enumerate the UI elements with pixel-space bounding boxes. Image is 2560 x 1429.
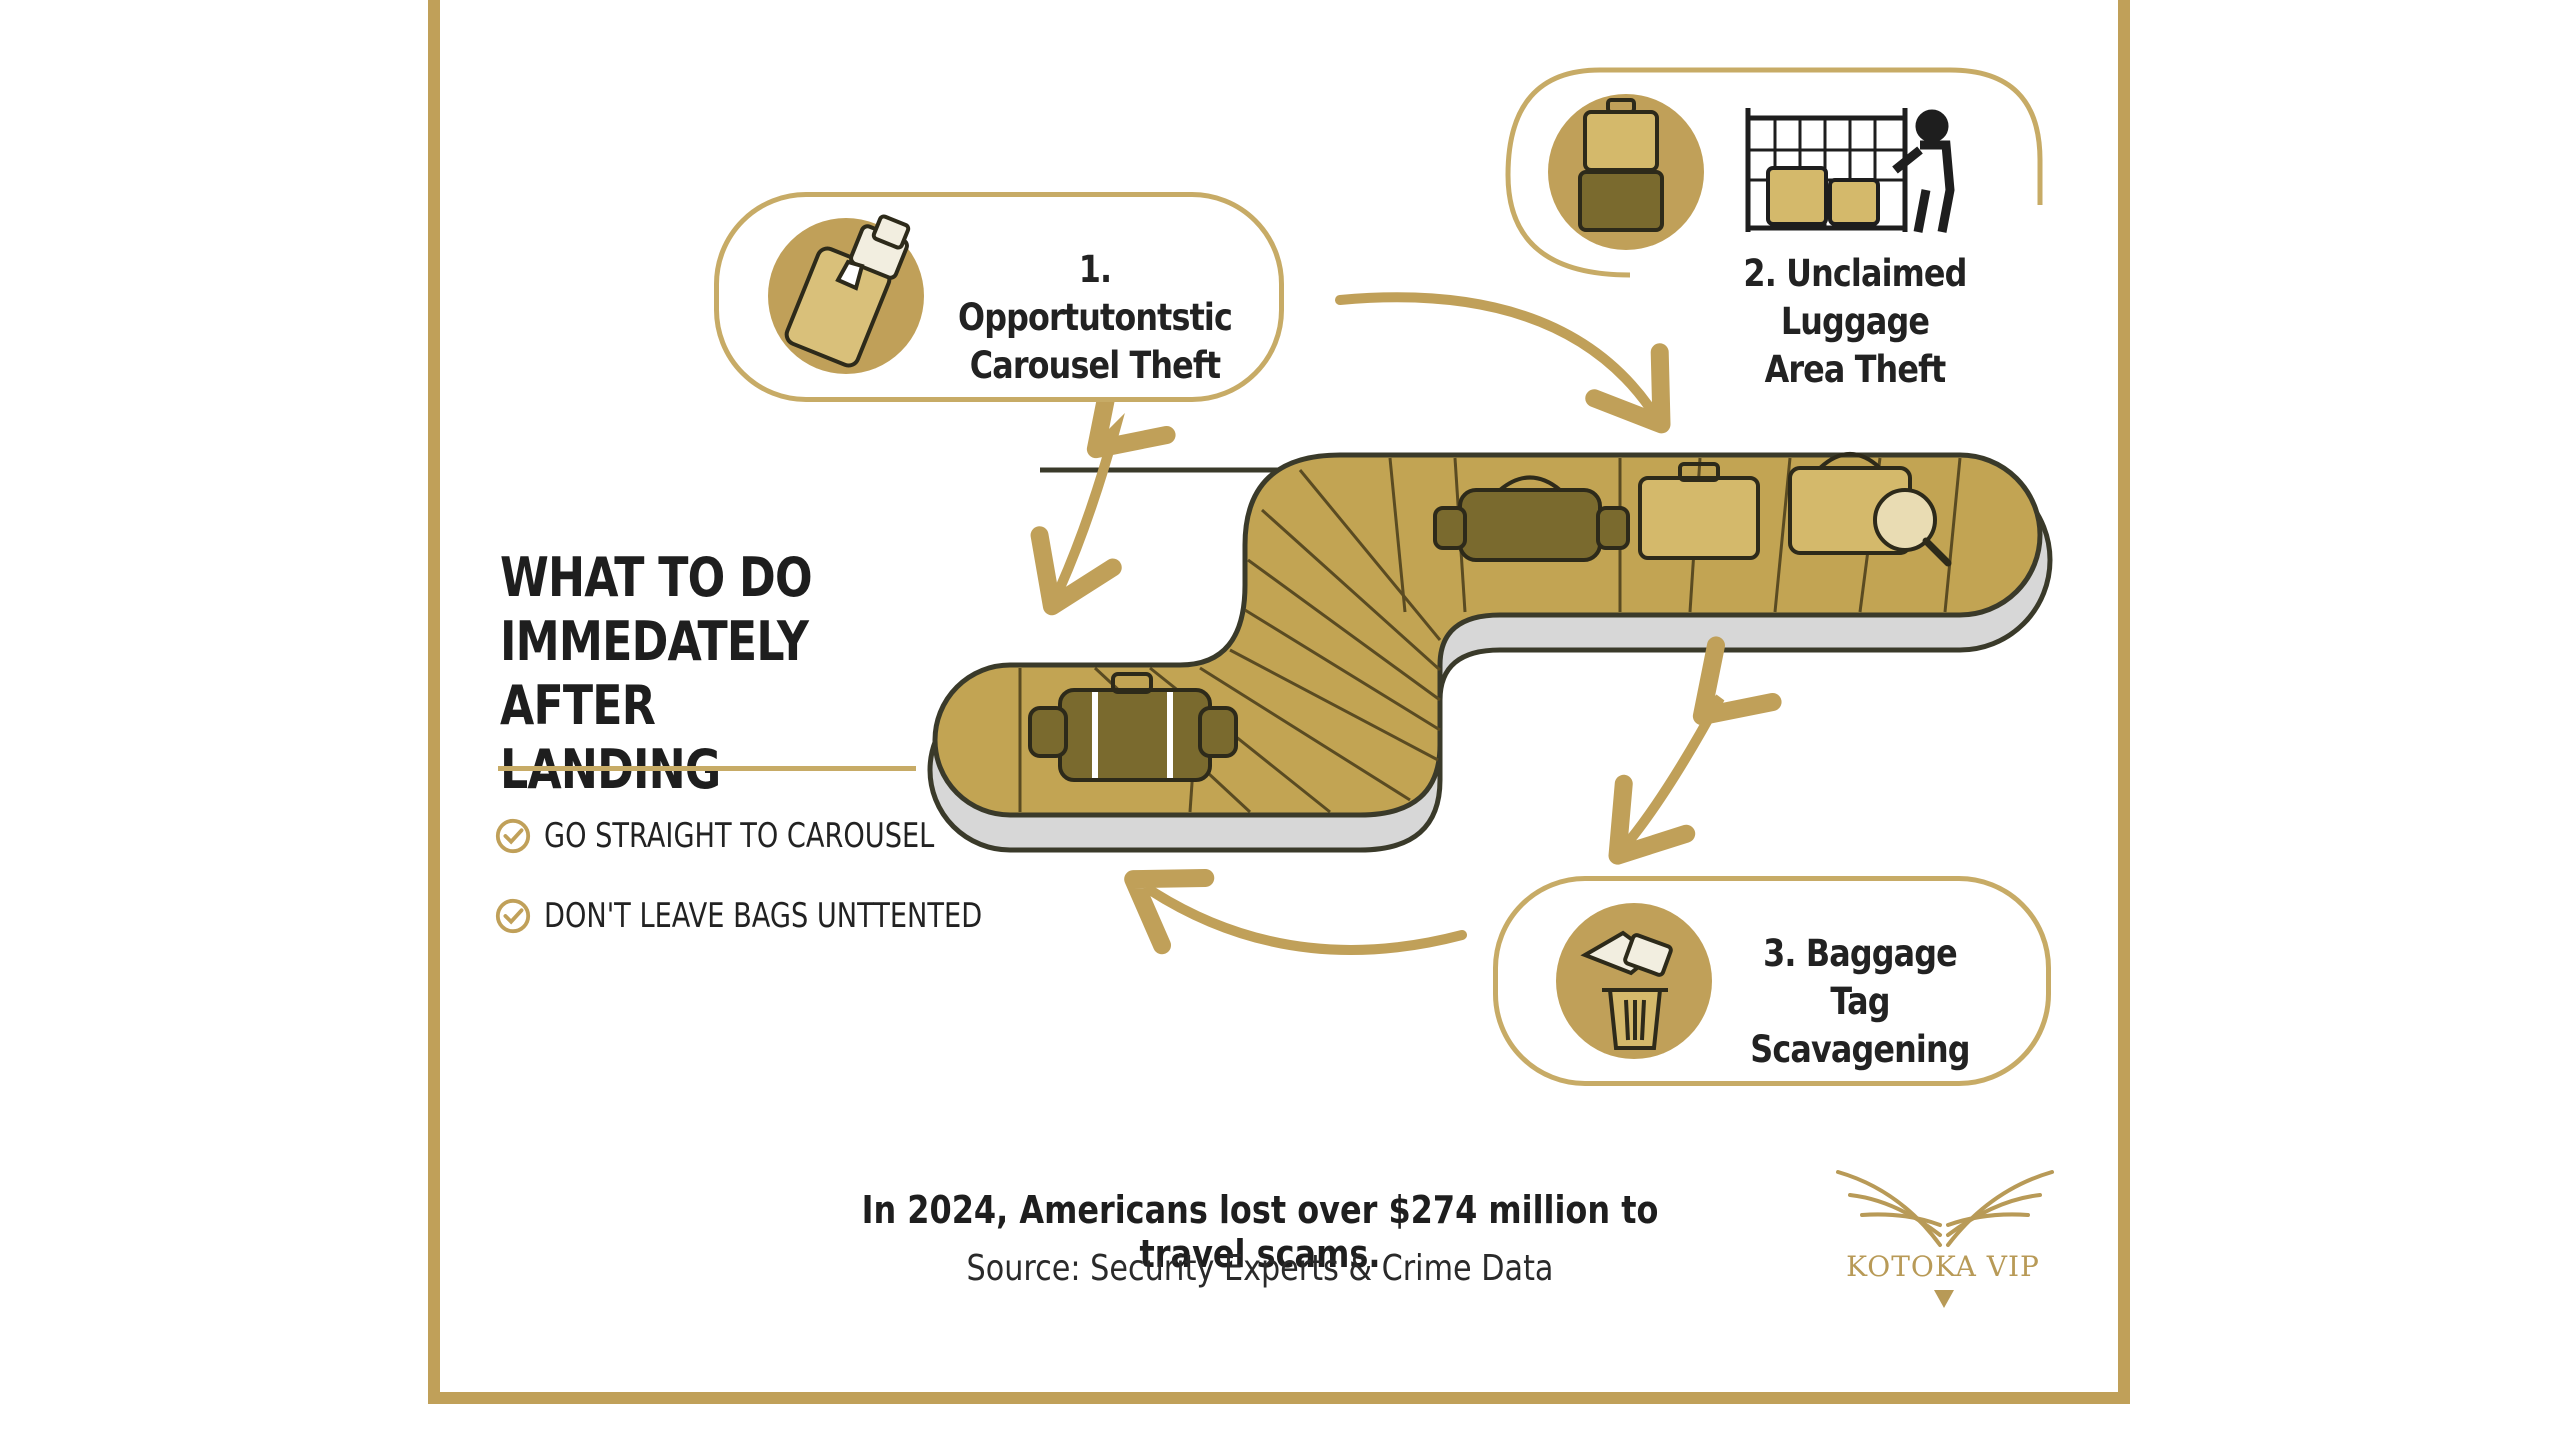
arrow-3-to-carousel — [1124, 868, 1467, 955]
threat-1-subtitle: Carousel Theft — [969, 344, 1221, 387]
threat-3-subtitle: Scavagening — [1750, 1028, 1970, 1071]
stat-text: In 2024, Americans lost over $274 millio… — [861, 1188, 1659, 1276]
source-text: Source: Security Experts & Crime Data — [966, 1248, 1554, 1289]
threat-3-title: 3. Baggage Tag — [1763, 932, 1958, 1023]
arrow-1-to-carousel — [1030, 369, 1176, 616]
arrow-carousel-to-3 — [1608, 636, 1782, 865]
page-title: WHAT TO DO IMMEDATELY AFTER LANDING — [500, 546, 853, 802]
checklist-label-1: GO STRAIGHT TO CAROUSEL — [544, 816, 935, 856]
threat-1-title: 1. Opportutontstic — [958, 248, 1233, 339]
arrow-1-to-2 — [1335, 292, 1671, 434]
suitcase-on-belt-1 — [1028, 672, 1238, 782]
title-line-2: IMMEDATELY — [500, 610, 809, 673]
checklist-item-1: GO STRAIGHT TO CAROUSEL — [494, 812, 1032, 860]
logo-wordmark: KOTOKA VIP — [1846, 1250, 2040, 1283]
check-circle-icon — [495, 818, 531, 854]
threat-1-label: 1. Opportutontstic Carousel Theft — [953, 246, 1237, 390]
title-line-1: WHAT TO DO — [500, 546, 813, 609]
duffel-on-belt — [1433, 475, 1630, 562]
threat-3-label: 3. Baggage Tag Scavagening — [1731, 930, 1989, 1074]
threat-2-label: 2. Unclaimed Luggage Area Theft — [1687, 250, 2022, 394]
threat-2-subtitle: Area Theft — [1764, 348, 1947, 391]
check-circle-icon — [495, 898, 531, 934]
bag-with-magnifier — [1788, 452, 1952, 567]
checklist-item-2: DON'T LEAVE BAGS UNTTENTED — [494, 892, 1092, 940]
threat-2-title: 2. Unclaimed Luggage — [1743, 252, 1967, 343]
checklist-label-2: DON'T LEAVE BAGS UNTTENTED — [544, 896, 983, 936]
suitcase-on-belt-2 — [1638, 462, 1760, 560]
title-divider — [498, 766, 916, 771]
title-line-3: AFTER LANDING — [500, 674, 721, 801]
